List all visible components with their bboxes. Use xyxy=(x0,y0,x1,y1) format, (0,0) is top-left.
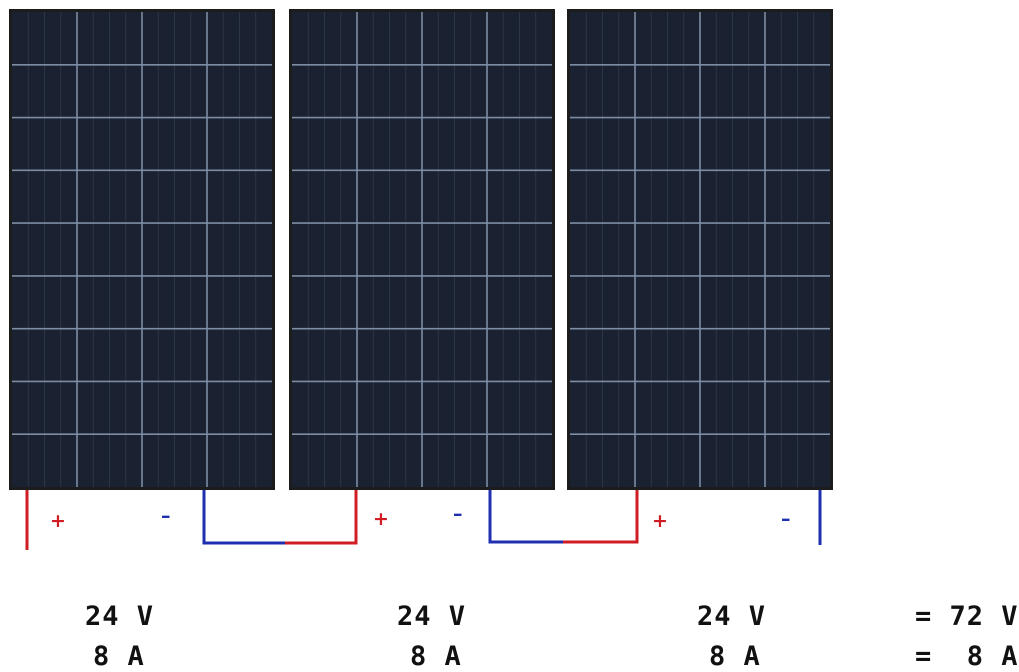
panel-1-current: 8 A xyxy=(93,641,145,672)
panel-3-voltage: 24 V xyxy=(697,601,767,632)
panel-2-voltage: 24 V xyxy=(397,601,467,632)
panel-cell-grid xyxy=(570,12,830,487)
total-current: = 8 A xyxy=(915,641,1019,672)
solar-panel-2 xyxy=(289,9,555,490)
panel-1-minus-sign: – xyxy=(161,505,171,527)
panel-1-plus-sign: + xyxy=(50,510,66,532)
panel-2-minus-sign: – xyxy=(453,503,463,525)
jumper-wire-2-positive xyxy=(563,490,639,544)
panel-2-current: 8 A xyxy=(410,641,462,672)
jumper-wire-1-positive xyxy=(285,490,358,545)
jumper-wire-1-negative xyxy=(202,490,285,545)
panel-3-plus-sign: + xyxy=(652,510,668,532)
panel-3-current: 8 A xyxy=(709,641,761,672)
total-voltage: = 72 V xyxy=(915,601,1019,632)
panel-2-plus-sign: + xyxy=(373,508,389,530)
panel-3-minus-sign: – xyxy=(781,508,791,530)
panel-1-voltage: 24 V xyxy=(85,601,155,632)
solar-panel-3 xyxy=(567,9,833,490)
panel-cell-grid xyxy=(292,12,552,487)
jumper-wire-2-negative xyxy=(488,490,563,544)
solar-panel-1 xyxy=(9,9,275,490)
panel-cell-grid xyxy=(12,12,272,487)
